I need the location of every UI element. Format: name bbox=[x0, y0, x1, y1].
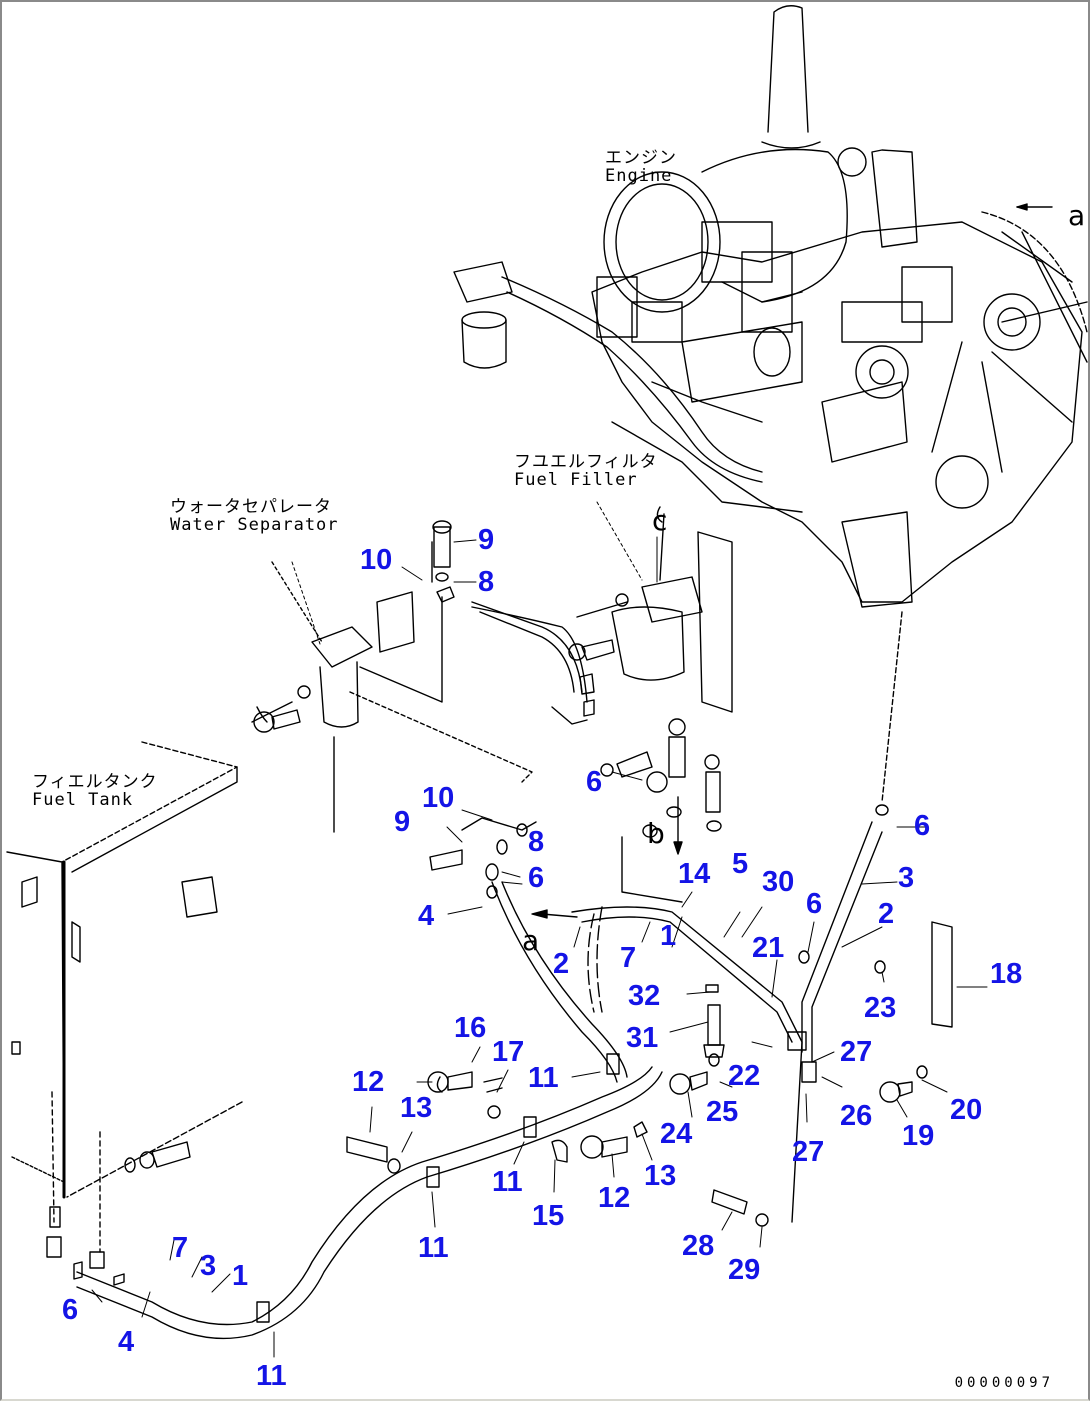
callout-8-upper[interactable]: 8 bbox=[478, 566, 495, 598]
callout-4-bottom[interactable]: 4 bbox=[118, 1326, 135, 1358]
callout-19[interactable]: 19 bbox=[902, 1120, 935, 1152]
leader-lines bbox=[91, 501, 988, 1358]
callout-25[interactable]: 25 bbox=[706, 1096, 739, 1128]
fuel-tank-outline bbox=[6, 741, 243, 1253]
callout-12-right[interactable]: 12 bbox=[598, 1182, 631, 1214]
reference-mark-a-top: a bbox=[1068, 199, 1086, 232]
callout-31[interactable]: 31 bbox=[626, 1022, 659, 1054]
callout-6-right-top[interactable]: 6 bbox=[914, 810, 931, 842]
callout-17[interactable]: 17 bbox=[492, 1036, 525, 1068]
callout-11-upper[interactable]: 11 bbox=[528, 1062, 559, 1094]
drawing-code: 00000097 bbox=[954, 1375, 1054, 1391]
callout-22[interactable]: 22 bbox=[728, 1060, 761, 1092]
callout-6-right[interactable]: 6 bbox=[806, 888, 823, 920]
callout-9-mid[interactable]: 9 bbox=[394, 806, 411, 838]
callout-8-mid[interactable]: 8 bbox=[528, 826, 545, 858]
callout-2-mid[interactable]: 2 bbox=[553, 948, 570, 980]
reference-mark-c: c bbox=[652, 504, 668, 537]
callout-10-mid[interactable]: 10 bbox=[422, 782, 455, 814]
callout-16[interactable]: 16 bbox=[454, 1012, 487, 1044]
callout-27-upper[interactable]: 27 bbox=[840, 1036, 873, 1068]
callout-4-mid[interactable]: 4 bbox=[418, 900, 435, 932]
callout-6-bottom[interactable]: 6 bbox=[62, 1294, 79, 1326]
lower-fuel-hoses bbox=[76, 611, 953, 1340]
fuel-filter-caption-en: Fuel Filler bbox=[514, 469, 638, 490]
fuel-filter-assembly bbox=[471, 506, 733, 713]
callout-15[interactable]: 15 bbox=[532, 1200, 565, 1232]
callout-3-bottom[interactable]: 3 bbox=[200, 1250, 217, 1282]
callout-7-mid[interactable]: 7 bbox=[620, 942, 637, 974]
callout-13-left[interactable]: 13 bbox=[400, 1092, 433, 1124]
fuel-tank-caption-jp: フィエルタンク bbox=[32, 772, 158, 792]
callout-30[interactable]: 30 bbox=[762, 866, 795, 898]
callout-24[interactable]: 24 bbox=[660, 1118, 693, 1150]
engine-filter-hose bbox=[453, 261, 763, 483]
callout-9-upper[interactable]: 9 bbox=[478, 524, 495, 556]
callout-27-lower[interactable]: 27 bbox=[792, 1136, 825, 1168]
fuel-tank-caption-en: Fuel Tank bbox=[32, 789, 134, 810]
callout-10-upper[interactable]: 10 bbox=[360, 544, 393, 576]
callout-13-right[interactable]: 13 bbox=[644, 1160, 677, 1192]
water-separator-caption-jp: ウォータセパレータ bbox=[170, 497, 332, 517]
callout-6-mid[interactable]: 6 bbox=[586, 766, 603, 798]
callout-20[interactable]: 20 bbox=[950, 1094, 983, 1126]
callout-1-mid[interactable]: 1 bbox=[660, 920, 677, 952]
callout-32[interactable]: 32 bbox=[628, 980, 661, 1012]
engine-caption-en: Engine bbox=[605, 165, 673, 186]
engine-illustration bbox=[591, 5, 1088, 608]
callout-11-lower[interactable]: 11 bbox=[418, 1232, 449, 1264]
callout-11-bottom[interactable]: 11 bbox=[256, 1360, 287, 1392]
callout-3-right[interactable]: 3 bbox=[898, 862, 915, 894]
callout-2-right[interactable]: 2 bbox=[878, 898, 895, 930]
reference-mark-a-lower: a bbox=[522, 924, 540, 957]
callout-7-bottom[interactable]: 7 bbox=[172, 1232, 189, 1264]
callout-11-mid[interactable]: 11 bbox=[492, 1166, 523, 1198]
callout-12-left[interactable]: 12 bbox=[352, 1066, 385, 1098]
callout-23[interactable]: 23 bbox=[864, 992, 897, 1024]
callout-18[interactable]: 18 bbox=[990, 958, 1023, 990]
callout-1-bottom[interactable]: 1 bbox=[232, 1260, 249, 1292]
callout-21[interactable]: 21 bbox=[752, 932, 785, 964]
callout-29[interactable]: 29 bbox=[728, 1254, 761, 1286]
hardware-parts bbox=[46, 520, 928, 1286]
callout-5[interactable]: 5 bbox=[732, 848, 749, 880]
callout-14[interactable]: 14 bbox=[678, 858, 711, 890]
engine-caption-jp: エンジン bbox=[605, 148, 677, 168]
callout-6-mid-lower[interactable]: 6 bbox=[528, 862, 545, 894]
water-separator-assembly bbox=[251, 541, 533, 833]
fuel-filter-caption-jp: フユエルフィルタ bbox=[514, 452, 658, 472]
callout-28[interactable]: 28 bbox=[682, 1230, 715, 1262]
reference-mark-b: b bbox=[647, 817, 665, 850]
water-separator-caption-en: Water Separator bbox=[170, 514, 339, 535]
callout-26[interactable]: 26 bbox=[840, 1100, 873, 1132]
